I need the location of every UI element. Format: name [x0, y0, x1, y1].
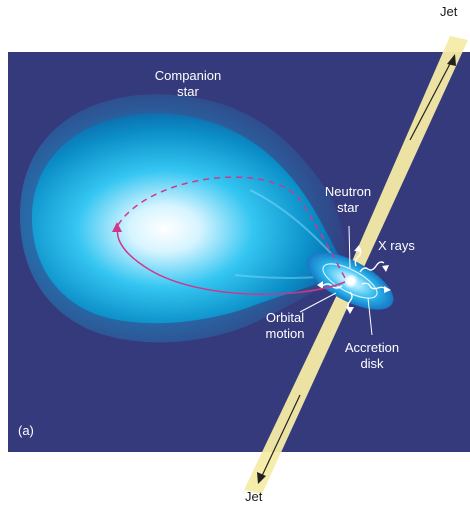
- leader-accretion-disk: [367, 297, 373, 336]
- jet-top-arrowhead: [447, 54, 456, 66]
- leader-orbital-motion: [299, 292, 337, 313]
- accretion-disk-label-line2: disk: [360, 356, 384, 371]
- jet-bottom: [244, 282, 358, 494]
- jet-top: [343, 36, 468, 282]
- neutron-star-label-line2: star: [337, 200, 359, 215]
- companion-star-label-line1: Companion: [155, 68, 222, 83]
- jet-bottom-label: Jet: [245, 489, 263, 504]
- accretion-disk-label-line1: Accretion: [345, 340, 399, 355]
- neutron-star-core: [347, 277, 355, 285]
- jet-bottom-arrow: [260, 394, 301, 479]
- orbital-path-arrowhead: [112, 222, 122, 232]
- accretion-disk-ring: [322, 263, 378, 299]
- leader-neutron-star: [348, 225, 351, 269]
- orbital-motion-label-line1: Orbital: [266, 310, 304, 325]
- jet-top-label: Jet: [440, 4, 458, 19]
- companion-star: [32, 113, 348, 324]
- orbital-path: [117, 176, 346, 279]
- jet-top-arrow: [409, 59, 453, 141]
- orbital-path-solid: [116, 227, 346, 295]
- x-ray-arrowheads: [317, 245, 391, 314]
- jet-bottom-arrowhead: [257, 472, 266, 484]
- panel-label: (a): [18, 423, 34, 438]
- neutron-star-label-line1: Neutron: [325, 184, 371, 199]
- x-rays-label: X rays: [378, 238, 415, 253]
- companion-star-label-line2: star: [177, 84, 199, 99]
- orbital-motion-label-line2: motion: [265, 326, 304, 341]
